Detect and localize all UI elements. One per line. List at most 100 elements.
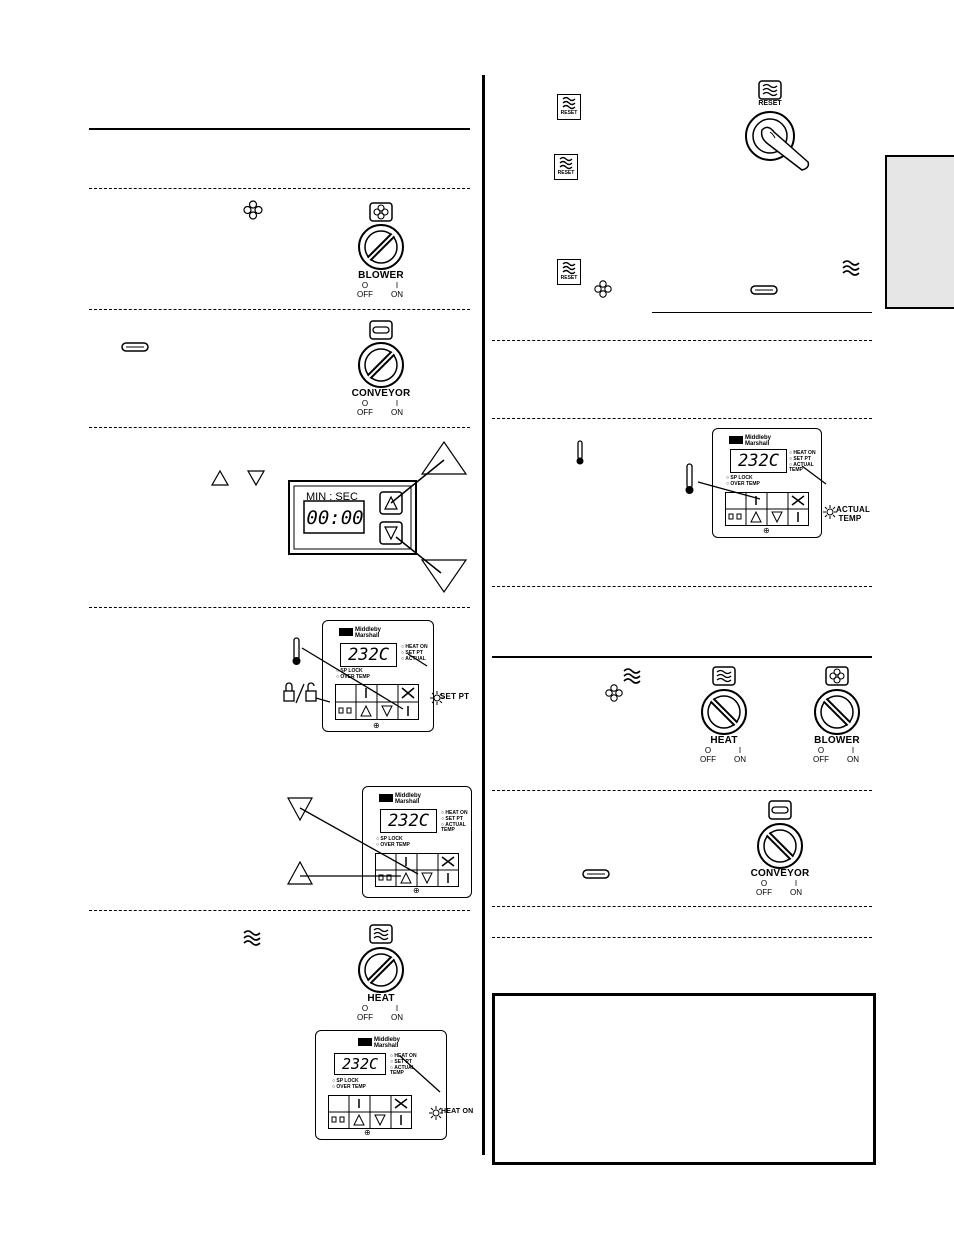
section-rule: [89, 128, 470, 130]
step-divider: [492, 937, 872, 938]
off-label: OFF: [813, 755, 829, 764]
controller-keypad[interactable]: [725, 492, 809, 526]
blower-label: BLOWER: [814, 735, 860, 746]
column-divider: [482, 75, 485, 1155]
conveyor-switch-knob[interactable]: [355, 320, 407, 388]
brand-logo: [379, 794, 393, 802]
blower-label: BLOWER: [358, 270, 404, 281]
led-heat-on: ○ HEAT ON: [441, 810, 468, 816]
brand-logo: [358, 1038, 372, 1046]
step-divider: [89, 427, 470, 428]
on-label: ON: [790, 888, 802, 897]
brand-name: Middleby: [355, 627, 382, 633]
reset-icon-label: RESET: [560, 275, 578, 281]
on-label: ON: [734, 755, 746, 764]
press-finger-icon: [760, 126, 810, 171]
brand-name: Middleby: [374, 1037, 401, 1043]
led-set-pt: ○ SET PT: [390, 1059, 412, 1065]
section-tab: [885, 155, 954, 309]
timer-panel: [288, 440, 468, 594]
conveyor-belt-icon: [750, 285, 778, 295]
off-symbol: O: [817, 746, 825, 755]
step-divider: [89, 188, 470, 189]
reset-icon-label: RESET: [560, 110, 578, 116]
off-label: OFF: [357, 1013, 373, 1022]
off-symbol: O: [361, 399, 369, 408]
timer-down-button[interactable]: [380, 522, 402, 544]
ground-symbol-icon: ⊕: [763, 526, 770, 535]
step-divider: [492, 586, 872, 587]
led-heat-on: ○ HEAT ON: [401, 644, 428, 650]
controller-keypad[interactable]: [335, 684, 419, 720]
reset-heat-icon: RESET: [758, 80, 782, 110]
on-label: ON: [391, 290, 403, 299]
off-symbol: O: [704, 746, 712, 755]
controller-keypad[interactable]: [328, 1095, 412, 1129]
step-divider: [89, 607, 470, 608]
underline-rule: [652, 312, 872, 313]
actual-temp-callout: ACTUAL TEMP: [836, 505, 871, 523]
reset-button-label: RESET: [758, 100, 782, 107]
off-label: OFF: [700, 755, 716, 764]
setpt-callout-lines: [292, 637, 428, 710]
on-label: ON: [391, 408, 403, 417]
actual-temp-callout-lines: [685, 463, 827, 500]
led-sp-lock: ○ SP LOCK: [336, 668, 363, 674]
conveyor-label: CONVEYOR: [750, 868, 810, 879]
led-over-temp: ○ OVER TEMP: [336, 674, 370, 680]
blower-switch-knob[interactable]: [811, 666, 863, 736]
step-divider: [492, 906, 872, 907]
temp-display: 232C: [380, 809, 437, 833]
off-symbol: O: [361, 1004, 369, 1013]
brand-name: Marshall: [355, 633, 380, 639]
timer-up-button[interactable]: [380, 492, 402, 514]
reset-button[interactable]: [742, 108, 814, 172]
on-symbol: I: [851, 746, 855, 755]
led-sp-lock: ○ SP LOCK: [376, 836, 403, 842]
heat-wave-icon: [243, 930, 261, 946]
ground-symbol-icon: ⊕: [373, 721, 380, 730]
led-over-temp: ○ OVER TEMP: [726, 481, 760, 487]
on-symbol: I: [794, 879, 798, 888]
heat-on-callout-line: [399, 1055, 441, 1093]
blower-switch-knob[interactable]: [355, 202, 407, 272]
on-symbol: I: [395, 399, 399, 408]
timer-display: 00:00: [306, 507, 364, 529]
blinking-light-icon: [429, 1106, 443, 1120]
step-divider: [492, 790, 872, 791]
led-sp-lock: ○ SP LOCK: [332, 1078, 359, 1084]
brand-name: Middleby: [395, 793, 422, 799]
off-symbol: O: [361, 281, 369, 290]
heat-switch-knob[interactable]: [698, 666, 750, 736]
brand-name: Middleby: [745, 435, 772, 441]
heat-wave-icon: [623, 668, 641, 684]
reset-icon-label: RESET: [557, 170, 575, 176]
led-heat-on: ○ HEAT ON: [390, 1053, 417, 1059]
led-set-pt: ○ SET PT: [789, 456, 811, 462]
conveyor-belt-icon: [582, 869, 610, 879]
on-symbol: I: [395, 281, 399, 290]
heat-on-callout: HEAT ON: [441, 1108, 474, 1115]
temperature-controller: Middleby Marshall 232C ○ HEAT ON ○ SET P…: [362, 786, 472, 898]
led-over-temp: ○ OVER TEMP: [376, 842, 410, 848]
heat-switch-knob[interactable]: [355, 924, 407, 994]
led-heat-on: ○ HEAT ON: [789, 450, 816, 456]
led-sp-lock: ○ SP LOCK: [726, 475, 753, 481]
brand-logo: [729, 436, 743, 444]
led-set-pt: ○ SET PT: [401, 650, 423, 656]
blower-fan-icon: [605, 684, 623, 702]
step-divider: [492, 340, 872, 341]
lock-unlock-icon: [283, 682, 330, 704]
step-divider: [89, 309, 470, 310]
ground-symbol-icon: ⊕: [364, 1128, 371, 1137]
thermometer-icon: [576, 440, 584, 465]
reset-heat-icon: RESET: [557, 259, 581, 285]
heat-label: HEAT: [367, 993, 395, 1004]
set-pt-callout: SET PT: [440, 692, 470, 701]
led-over-temp: ○ OVER TEMP: [332, 1084, 366, 1090]
controller-keypad[interactable]: [375, 853, 459, 887]
conveyor-switch-knob[interactable]: [754, 800, 806, 870]
ground-symbol-icon: ⊕: [413, 886, 420, 895]
